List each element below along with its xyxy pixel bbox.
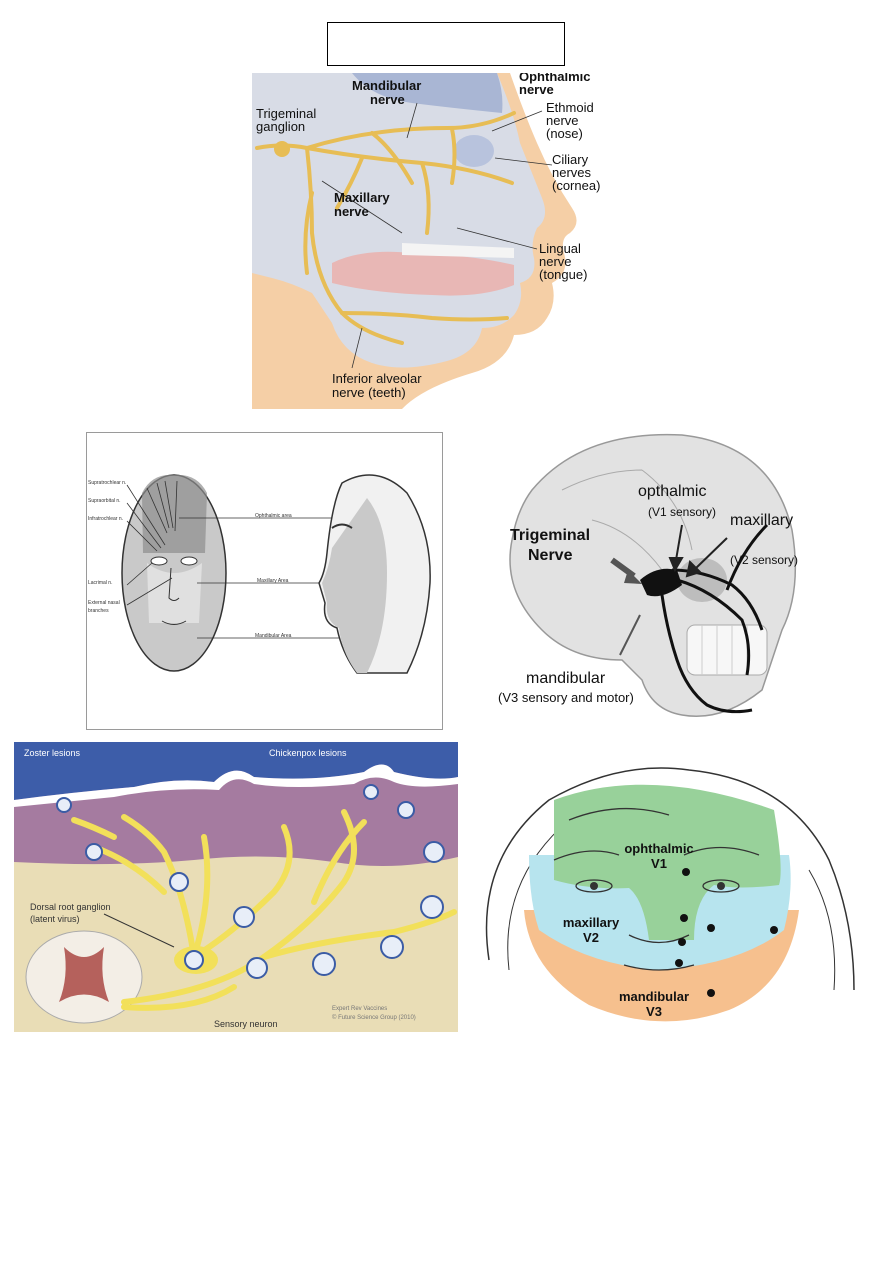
ciliary-nerves-label-3: (cornea) [552, 178, 600, 193]
maxillary-nerve-label-2: nerve [334, 204, 369, 219]
supratrochlear-label: Supratrochlear n. [88, 480, 126, 486]
trigeminal-anatomy-svg: Mandibular nerve Ophthalmic nerve Trigem… [252, 73, 624, 409]
mandibular-area-label: Mandibular Area [255, 633, 292, 639]
maxillary-label: maxillary [730, 512, 793, 529]
sensory-neuron-label: Sensory neuron [214, 1019, 278, 1029]
dermatome-svg: ophthalmic V1 maxillary V2 mandibular V3 [469, 760, 858, 1022]
mandibular-label: mandibular [526, 670, 606, 687]
mandibular-nerve-label: Mandibular [352, 78, 421, 93]
trigeminal-anatomy-illustration: Mandibular nerve Ophthalmic nerve Trigem… [252, 73, 624, 409]
credit-line-1: Expert Rev Vaccines [332, 1006, 387, 1012]
ophthalmic-nerve-label-2: nerve [519, 82, 554, 97]
nerve-label: Nerve [528, 547, 573, 564]
lingual-nerve-label-2: nerve [539, 254, 572, 269]
ciliary-nerves-label: Ciliary [552, 152, 589, 167]
ophthalmic-label: ophthalmic [624, 841, 693, 856]
credit-line-2: © Future Science Group (2010) [332, 1014, 416, 1021]
trigeminal-dermatome-face: ophthalmic V1 maxillary V2 mandibular V3 [469, 760, 858, 1022]
v2-label: V2 [583, 930, 599, 945]
v3-sensory-motor-label: (V3 sensory and motor) [498, 690, 634, 705]
zoster-pathway-illustration: Zoster lesions Chickenpox lesions Dorsal… [14, 742, 458, 1032]
supraorbital-label: Supraorbital n. [88, 498, 121, 504]
ophthalmic-nerve-label: Ophthalmic [519, 73, 591, 84]
inferior-alveolar-label-2: nerve (teeth) [332, 385, 406, 400]
face-sensory-areas-diagram: Supratrochlear n. Supraorbital n. Infrat… [86, 432, 443, 730]
ethmoid-nerve-label-2: nerve [546, 113, 579, 128]
ethmoid-nerve-label-3: (nose) [546, 126, 583, 141]
v1-label: V1 [651, 856, 667, 871]
opthalmic-label: opthalmic [638, 483, 706, 500]
v3-label: V3 [646, 1004, 662, 1019]
trigeminal-ganglion-label: Trigeminal [256, 106, 316, 121]
ophthalmic-area-label: Ophthalmic area [255, 513, 292, 519]
mandibular-label: mandibular [619, 989, 689, 1004]
skull-svg: opthalmic (V1 sensory) maxillary (V2 sen… [462, 430, 810, 722]
chickenpox-lesions-label: Chickenpox lesions [269, 748, 347, 758]
infratrochlear-label: Infratrochlear n. [88, 516, 123, 522]
latent-virus-label: (latent virus) [30, 914, 80, 924]
v2-sensory-label: (V2 sensory) [730, 553, 798, 567]
trigeminal-label: Trigeminal [510, 527, 590, 544]
lingual-nerve-label-3: (tongue) [539, 267, 587, 282]
ethmoid-nerve-label: Ethmoid [546, 100, 594, 115]
mandibular-nerve-label-2: nerve [370, 92, 405, 107]
drg-label: Dorsal root ganglion [30, 902, 111, 912]
zoster-lesions-label: Zoster lesions [24, 748, 81, 758]
v1-sensory-label: (V1 sensory) [648, 505, 716, 519]
external-nasal-label: External nasal [88, 600, 120, 606]
inferior-alveolar-label: Inferior alveolar [332, 371, 422, 386]
maxillary-label: maxillary [563, 915, 620, 930]
branches-label: branches [88, 608, 109, 614]
maxillary-area-label: Maxillary Area [257, 578, 289, 584]
title-box [327, 22, 565, 66]
ciliary-nerves-label-2: nerves [552, 165, 592, 180]
lingual-nerve-label: Lingual [539, 241, 581, 256]
trigeminal-ganglion-label-2: ganglion [256, 119, 305, 134]
skull-trigeminal-diagram: opthalmic (V1 sensory) maxillary (V2 sen… [462, 430, 810, 722]
zoster-svg: Zoster lesions Chickenpox lesions Dorsal… [14, 742, 458, 1032]
face-areas-svg: Supratrochlear n. Supraorbital n. Infrat… [87, 433, 442, 729]
maxillary-nerve-label: Maxillary [334, 190, 390, 205]
lacrimal-label: Lacrimal n. [88, 580, 112, 586]
